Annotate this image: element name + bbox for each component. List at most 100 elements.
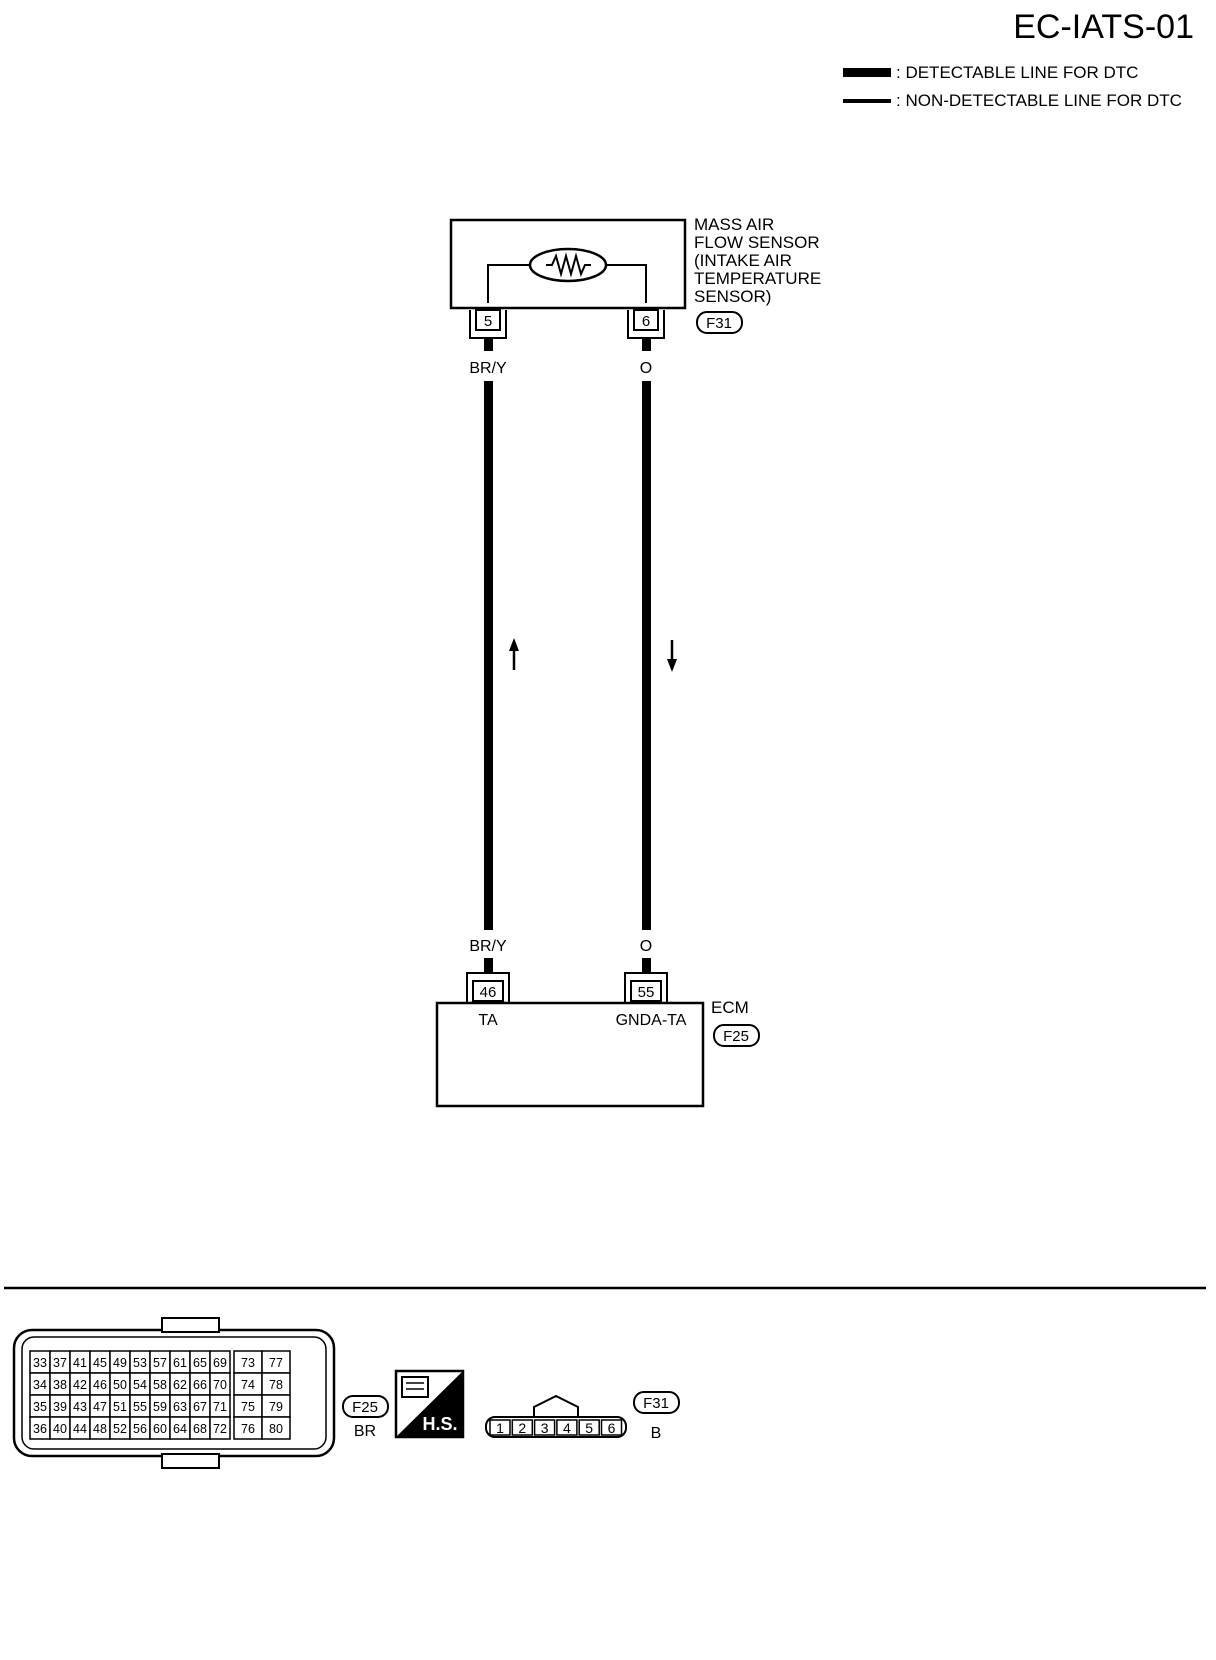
f31-pin-cell xyxy=(489,1419,511,1436)
f25-pin-number: 36 xyxy=(33,1422,47,1436)
mass-air-flow-sensor: MASS AIR FLOW SENSOR (INTAKE AIR TEMPERA… xyxy=(449,215,826,334)
sensor-pin-5-number: 5 xyxy=(484,313,492,330)
wire-stub-left-top xyxy=(484,338,493,351)
f31-connector-badge xyxy=(633,1391,680,1414)
f25-pin-number: 67 xyxy=(193,1400,207,1414)
f25-pin-number: 70 xyxy=(213,1378,227,1392)
f31-pin-cell xyxy=(600,1419,623,1436)
f25-pin-number: 65 xyxy=(193,1356,207,1370)
ecm-connector-id: F25 xyxy=(723,1028,749,1045)
f25-pin-number: 78 xyxy=(269,1378,283,1392)
arrow-down-icon xyxy=(667,640,677,672)
f31-pin-cell xyxy=(556,1419,578,1436)
f25-pin-number: 79 xyxy=(269,1400,283,1414)
f25-pin-number: 71 xyxy=(213,1400,227,1414)
resistor-zigzag-icon xyxy=(546,252,591,278)
f25-pin-cell xyxy=(261,1416,291,1440)
legend-thick-line xyxy=(843,68,891,77)
ecm-name: ECM xyxy=(711,998,749,1017)
ecm-terminal-gnda-ta: GNDA-TA xyxy=(616,1012,687,1029)
sensor-box xyxy=(449,218,687,310)
f25-pin-number: 51 xyxy=(113,1400,127,1414)
f31-pin-number: 5 xyxy=(585,1420,593,1436)
f31-pin-number: 2 xyxy=(518,1420,526,1436)
f25-pin-number: 61 xyxy=(173,1356,187,1370)
ecm-pin-55-number: 55 xyxy=(638,984,655,1001)
f25-pin-number: 47 xyxy=(93,1400,107,1414)
f25-pin-number: 40 xyxy=(53,1422,67,1436)
f25-pin-number: 77 xyxy=(269,1356,283,1370)
legend: : DETECTABLE LINE FOR DTC : NON-DETECTAB… xyxy=(843,63,1182,110)
f25-pin-number: 66 xyxy=(193,1378,207,1392)
f25-connector-badge xyxy=(342,1395,389,1418)
sensor-pin-5: 5 xyxy=(469,309,507,339)
f31-key-tab xyxy=(533,1394,579,1417)
f31-pin-cell xyxy=(533,1419,556,1436)
f25-pin-number: 46 xyxy=(93,1378,107,1392)
f25-pin-number: 58 xyxy=(153,1378,167,1392)
f25-pin-number: 55 xyxy=(133,1400,147,1414)
ecm-connector-badge xyxy=(713,1024,760,1047)
ecm-pin-46-number: 46 xyxy=(480,984,497,1001)
wire-right-color-top: O xyxy=(640,360,652,377)
f31-pin-number: 4 xyxy=(563,1420,571,1436)
wire-left-color-top: BR/Y xyxy=(469,360,507,377)
wire-stub-right-top xyxy=(642,338,651,351)
sensor-connector-id: F31 xyxy=(706,315,732,332)
f25-pin-number: 76 xyxy=(241,1422,255,1436)
wire-stub-right-bottom xyxy=(642,958,651,973)
f25-pin-number: 60 xyxy=(153,1422,167,1436)
f25-pin-number: 37 xyxy=(53,1356,67,1370)
f31-connector-color: B xyxy=(651,1425,662,1442)
f25-pin-number: 41 xyxy=(73,1356,87,1370)
f25-pin-number: 52 xyxy=(113,1422,127,1436)
f25-pin-number: 43 xyxy=(73,1400,87,1414)
f31-pin-number: 6 xyxy=(608,1420,616,1436)
arrow-up-icon xyxy=(509,638,519,670)
f25-pin-number: 44 xyxy=(73,1422,87,1436)
f25-pin-number: 63 xyxy=(173,1400,187,1414)
f25-pin-number: 39 xyxy=(53,1400,67,1414)
hs-icon: H.S. xyxy=(394,1369,465,1439)
page-title: EC-IATS-01 xyxy=(1013,8,1194,46)
f25-pin-number: 45 xyxy=(93,1356,107,1370)
f25-pin-number: 57 xyxy=(153,1356,167,1370)
sensor-pin-6: 6 xyxy=(627,309,665,339)
wire-left-color-bottom: BR/Y xyxy=(469,938,507,955)
sensor-connector-badge xyxy=(696,311,743,334)
f25-pin-number: 48 xyxy=(93,1422,107,1436)
f25-pin-number: 68 xyxy=(193,1422,207,1436)
f25-pin-number: 72 xyxy=(213,1422,227,1436)
f25-pin-number: 35 xyxy=(33,1400,47,1414)
f31-pin-number: 3 xyxy=(541,1420,549,1436)
f25-connector-color: BR xyxy=(354,1423,376,1440)
f25-top-latch xyxy=(161,1317,220,1333)
ecm-module: TA GNDA-TA ECM F25 xyxy=(435,998,760,1108)
f25-pin-number: 50 xyxy=(113,1378,127,1392)
f25-pin-number: 42 xyxy=(73,1378,87,1392)
f31-pin-number: 1 xyxy=(496,1420,504,1436)
f25-bottom-latch xyxy=(161,1453,220,1469)
ecm-box xyxy=(435,1001,705,1108)
f31-connector-id: F31 xyxy=(643,1395,669,1412)
wire-stub-left-bottom xyxy=(484,958,493,973)
f25-pin-number: 75 xyxy=(241,1400,255,1414)
f25-pin-number: 74 xyxy=(241,1378,255,1392)
wire-left-br-y xyxy=(484,381,493,930)
f25-connector-inner xyxy=(21,1336,327,1450)
f25-pin-number: 53 xyxy=(133,1356,147,1370)
f25-pin-number: 33 xyxy=(33,1356,47,1370)
ecm-pin-46: 46 xyxy=(466,972,510,1003)
ecm-pin-55: 55 xyxy=(624,972,668,1003)
sensor-pin-6-number: 6 xyxy=(642,313,650,330)
ecm-terminal-ta: TA xyxy=(478,1012,498,1029)
legend-detectable-label: : DETECTABLE LINE FOR DTC xyxy=(896,63,1138,82)
f25-pin-number: 34 xyxy=(33,1378,47,1392)
f25-pin-number: 62 xyxy=(173,1378,187,1392)
sensor-name: MASS AIR FLOW SENSOR (INTAKE AIR TEMPERA… xyxy=(694,215,826,306)
connector-glyph-icon xyxy=(401,1376,429,1398)
f25-pin-number: 54 xyxy=(133,1378,147,1392)
f25-pin-number: 73 xyxy=(241,1356,255,1370)
